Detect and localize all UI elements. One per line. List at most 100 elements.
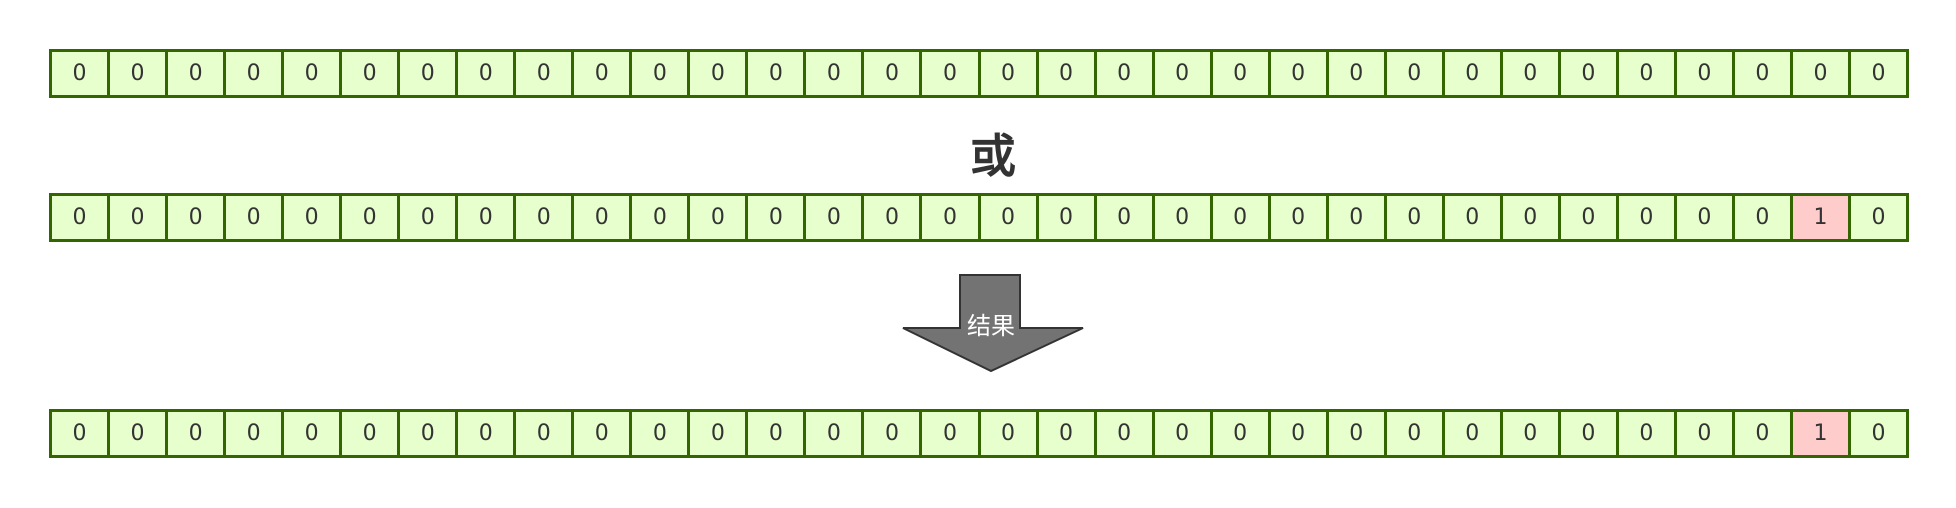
bit-cell: 0 (632, 196, 691, 239)
bit-cell: 0 (980, 196, 1039, 239)
operator-label-or: 或 (970, 129, 1016, 183)
bit-cell: 0 (748, 412, 807, 455)
bit-cell-set: 1 (1792, 412, 1851, 455)
bit-cell: 0 (400, 196, 459, 239)
bit-cell: 0 (1502, 52, 1561, 95)
bit-cell: 0 (342, 196, 401, 239)
bit-cell: 0 (1270, 412, 1329, 455)
bit-cell: 0 (980, 52, 1039, 95)
bit-cell: 0 (1734, 196, 1793, 239)
bit-cell: 0 (400, 412, 459, 455)
bit-cell: 0 (864, 412, 923, 455)
arrow-label-result: 结果 (967, 312, 1015, 340)
down-arrow-icon (902, 274, 1084, 373)
bit-cell: 0 (1618, 196, 1677, 239)
bit-cell: 0 (574, 196, 633, 239)
bit-cell: 0 (284, 412, 343, 455)
bit-cell: 0 (574, 412, 633, 455)
bit-cell: 0 (516, 412, 575, 455)
bit-cell: 0 (168, 412, 227, 455)
bit-cell: 0 (1386, 52, 1445, 95)
bit-cell: 0 (1850, 52, 1906, 95)
bit-cell: 0 (516, 196, 575, 239)
bit-cell: 0 (922, 52, 981, 95)
bit-cell: 0 (1154, 412, 1213, 455)
bit-cell: 0 (52, 412, 111, 455)
bit-cell: 0 (1676, 412, 1735, 455)
bit-cell: 0 (110, 196, 169, 239)
bit-cell: 0 (458, 412, 517, 455)
bit-cell: 0 (226, 196, 285, 239)
bit-cell: 0 (168, 196, 227, 239)
bit-cell: 0 (1560, 196, 1619, 239)
bit-cell: 0 (1676, 196, 1735, 239)
bit-cell: 0 (284, 196, 343, 239)
bit-cell: 0 (110, 412, 169, 455)
bit-cell: 0 (1386, 412, 1445, 455)
bit-cell: 0 (110, 52, 169, 95)
bit-cell: 0 (1154, 52, 1213, 95)
bit-cell-set: 1 (1792, 196, 1851, 239)
bit-cell: 0 (226, 412, 285, 455)
bit-cell: 0 (1734, 52, 1793, 95)
bit-cell: 0 (516, 52, 575, 95)
bit-cell: 0 (168, 52, 227, 95)
bit-cell: 0 (806, 52, 865, 95)
bit-cell: 0 (1502, 196, 1561, 239)
bit-cell: 0 (1270, 196, 1329, 239)
bit-cell: 0 (1850, 412, 1906, 455)
bit-cell: 0 (1502, 412, 1561, 455)
bit-cell: 0 (1212, 52, 1271, 95)
bit-cell: 0 (632, 52, 691, 95)
bit-cell: 0 (922, 196, 981, 239)
bit-cell: 0 (690, 412, 749, 455)
bit-cell: 0 (1270, 52, 1329, 95)
bit-cell: 0 (1792, 52, 1851, 95)
bit-cell: 0 (458, 196, 517, 239)
bit-cell: 0 (1096, 196, 1155, 239)
bit-cell: 0 (1096, 52, 1155, 95)
bit-cell: 0 (1444, 412, 1503, 455)
bit-cell: 0 (284, 52, 343, 95)
bit-cell: 0 (458, 52, 517, 95)
bit-cell: 0 (1386, 196, 1445, 239)
bit-cell: 0 (1328, 412, 1387, 455)
bit-cell: 0 (1212, 196, 1271, 239)
bit-cell: 0 (1444, 52, 1503, 95)
bit-cell: 0 (400, 52, 459, 95)
bit-cell: 0 (1328, 52, 1387, 95)
bit-cell: 0 (806, 412, 865, 455)
bit-cell: 0 (1038, 52, 1097, 95)
bit-cell: 0 (1734, 412, 1793, 455)
bit-cell: 0 (690, 196, 749, 239)
bit-cell: 0 (1328, 196, 1387, 239)
bit-cell: 0 (922, 412, 981, 455)
bit-cell: 0 (748, 196, 807, 239)
bit-cell: 0 (864, 52, 923, 95)
bit-cell: 0 (1444, 196, 1503, 239)
bit-cell: 0 (1038, 412, 1097, 455)
bit-cell: 0 (342, 412, 401, 455)
bit-cell: 0 (1212, 412, 1271, 455)
bit-cell: 0 (748, 52, 807, 95)
bit-cell: 0 (980, 412, 1039, 455)
bit-cell: 0 (1560, 52, 1619, 95)
bit-cell: 0 (1676, 52, 1735, 95)
bit-cell: 0 (342, 52, 401, 95)
bit-cell: 0 (806, 196, 865, 239)
bit-cell: 0 (632, 412, 691, 455)
bit-cell: 0 (52, 52, 111, 95)
bit-cell: 0 (1850, 196, 1906, 239)
bit-cell: 0 (1618, 52, 1677, 95)
bit-cell: 0 (690, 52, 749, 95)
bit-cell: 0 (1096, 412, 1155, 455)
bit-cell: 0 (1038, 196, 1097, 239)
bit-cell: 0 (1560, 412, 1619, 455)
bit-cell: 0 (52, 196, 111, 239)
bit-cell: 0 (864, 196, 923, 239)
bit-cell: 0 (1154, 196, 1213, 239)
bit-cell: 0 (1618, 412, 1677, 455)
